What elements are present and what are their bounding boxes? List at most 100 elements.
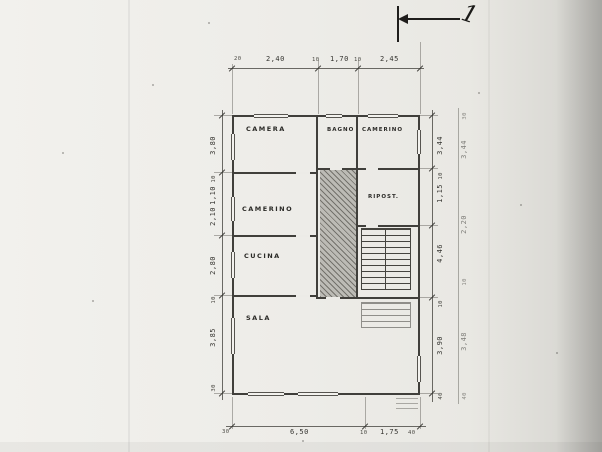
extension-line xyxy=(420,297,438,298)
dim-label: 2,80 xyxy=(209,256,217,275)
window xyxy=(248,392,284,396)
dim-label: 2,45 xyxy=(380,55,399,63)
dimension-line-right xyxy=(432,110,433,402)
dim-label: 10 xyxy=(354,57,362,63)
dim-label: 40 xyxy=(462,392,468,400)
scan-speckle xyxy=(556,352,558,354)
room-label-bagno: BAGNO xyxy=(327,127,355,133)
window xyxy=(326,114,342,118)
wall-interior-ripost-bottom xyxy=(358,225,418,227)
door-opening xyxy=(330,168,342,170)
wall-outer-right xyxy=(418,115,420,395)
scan-speckle xyxy=(302,440,304,442)
extension-line xyxy=(214,235,232,236)
staircase xyxy=(361,228,411,290)
scan-speckle xyxy=(208,22,210,24)
staircase-lower-flight xyxy=(361,302,411,328)
dim-label: 3,90 xyxy=(436,336,444,355)
dim-label: 10 xyxy=(360,430,368,436)
room-label-camerino-mid: CAMERINO xyxy=(242,205,294,213)
door-opening xyxy=(366,168,378,170)
wall-interior-camera-bottom xyxy=(234,172,316,174)
extension-line xyxy=(318,60,319,114)
window xyxy=(417,356,421,382)
entry-step-line xyxy=(396,403,418,404)
room-label-sala: SALA xyxy=(246,314,271,322)
scan-speckle xyxy=(62,152,64,154)
window xyxy=(231,197,235,221)
page-number: 1 xyxy=(458,0,482,30)
dim-label: 1,70 xyxy=(330,55,349,63)
dim-label: 2,10 xyxy=(209,207,217,226)
window xyxy=(254,114,288,118)
dim-label: 10 xyxy=(462,278,468,286)
extension-line xyxy=(420,393,438,394)
extension-line xyxy=(214,295,232,296)
dimension-line-top xyxy=(228,68,424,69)
extension-line xyxy=(232,397,233,429)
extension-line xyxy=(358,60,359,114)
scan-shadow-bottom xyxy=(0,442,602,452)
room-label-ripost: RIPOST. xyxy=(368,194,399,200)
dim-label: 10 xyxy=(211,296,217,304)
extension-line xyxy=(214,393,232,394)
dim-label: 40 xyxy=(408,430,416,436)
extension-line xyxy=(365,397,366,429)
stair-stringer-line xyxy=(385,228,386,290)
dim-label: 3,80 xyxy=(209,136,217,155)
fold-line xyxy=(128,0,130,452)
dim-label: 10 xyxy=(211,175,217,183)
extension-line xyxy=(420,115,438,116)
wall-interior-core-bottom xyxy=(318,297,418,299)
window xyxy=(231,318,235,354)
dim-label: 2,20 xyxy=(460,215,468,234)
wall-interior-core-left xyxy=(316,115,318,299)
scan-speckle xyxy=(478,92,480,94)
dim-label: 3,44 xyxy=(460,140,468,159)
dim-label: 1,10 xyxy=(209,186,217,205)
room-label-camera: CAMERA xyxy=(246,125,286,133)
shaded-stair-core xyxy=(320,170,356,297)
scan-shadow-right xyxy=(556,0,602,452)
window xyxy=(231,252,235,278)
dim-label: 30 xyxy=(211,384,217,392)
entry-step-line xyxy=(396,398,418,399)
arrow-shaft xyxy=(402,18,460,20)
window xyxy=(368,114,398,118)
dim-label: 30 xyxy=(462,112,468,120)
extension-line xyxy=(232,64,233,114)
dim-label: 40 xyxy=(438,392,444,400)
dim-label: 20 xyxy=(234,56,242,62)
dim-label: 3,85 xyxy=(209,328,217,347)
wall-interior-camerino-bottom xyxy=(234,235,316,237)
dim-label: 3,48 xyxy=(460,332,468,351)
extension-line xyxy=(420,397,421,429)
dim-label: 30 xyxy=(222,429,230,435)
dim-label: 10 xyxy=(438,172,444,180)
extension-line xyxy=(214,172,232,173)
extension-line xyxy=(420,42,421,114)
dim-label: 4,46 xyxy=(436,244,444,263)
window xyxy=(417,130,421,154)
window xyxy=(298,392,338,396)
scan-speckle xyxy=(520,204,522,206)
arrow-head-icon xyxy=(398,14,408,24)
dim-label: 1,15 xyxy=(436,184,444,203)
door-opening xyxy=(296,235,310,237)
room-label-camerino-top: CAMERINO xyxy=(362,127,404,133)
scan-speckle xyxy=(152,84,154,86)
door-opening xyxy=(296,172,310,174)
north-reference-line xyxy=(397,6,399,42)
extension-line xyxy=(420,168,438,169)
dimension-line-far-right xyxy=(458,108,459,404)
door-opening xyxy=(366,225,378,227)
fold-line xyxy=(488,0,490,452)
dim-label: 10 xyxy=(312,57,320,63)
wall-interior-cucina-bottom xyxy=(234,295,316,297)
dim-label: 10 xyxy=(438,300,444,308)
room-label-cucina: CUCINA xyxy=(244,252,281,260)
dim-label: 3,44 xyxy=(436,136,444,155)
wall-interior-stair-left xyxy=(356,170,358,299)
entry-step-line xyxy=(396,408,418,409)
